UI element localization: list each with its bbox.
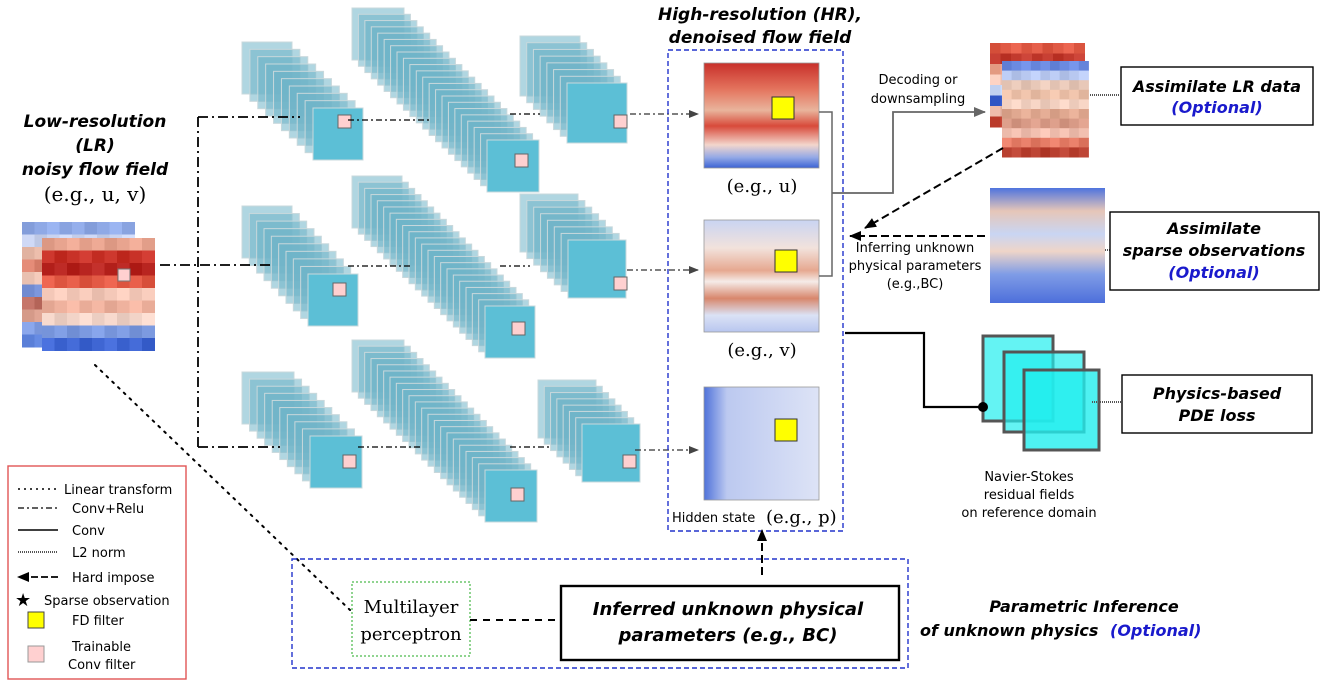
conv-stack	[537, 379, 641, 483]
legend-samples	[17, 488, 58, 582]
conv-stack	[241, 205, 359, 327]
mlp-line1: Multilayer	[364, 597, 459, 618]
pde-junction-dot	[978, 402, 988, 412]
lr-input-field	[22, 222, 155, 351]
legend-l2-label: L2 norm	[72, 546, 126, 561]
conv-filter	[510, 487, 525, 502]
decoding-line2: downsampling	[871, 92, 965, 107]
conv-layer-stacks	[241, 7, 641, 523]
conv-filter	[613, 276, 628, 291]
parametric-line1: Parametric Inference	[989, 597, 1179, 616]
conv-filter	[337, 114, 352, 129]
hr-p-field	[703, 386, 820, 501]
navier-line2: residual fields	[984, 488, 1075, 503]
legend-trainable-line2: Conv filter	[68, 658, 136, 673]
legend-conv-filter-sample	[27, 645, 45, 663]
conv-stack	[519, 193, 628, 299]
inferring-line3: (e.g.,BC)	[887, 277, 944, 292]
stack-to-hr-arrows	[627, 110, 699, 454]
v-fd-filter	[774, 249, 798, 273]
hr-title-line2: denoised flow field	[669, 28, 852, 48]
navier-line3: on reference domain	[961, 506, 1096, 521]
hr-title-line1: High-resolution (HR),	[658, 5, 862, 25]
conv-stack	[351, 7, 540, 193]
inferring-line1: Inferring unknown	[856, 241, 974, 256]
legend-conv-label: Conv	[72, 524, 105, 539]
legend-fd-label: FD filter	[72, 614, 125, 629]
p-fd-filter	[774, 418, 798, 442]
conv-stack	[241, 371, 363, 489]
assimilate-sparse-title1: Assimilate	[1165, 219, 1261, 238]
parametric-optional: (Optional)	[1110, 621, 1201, 640]
legend-conv-relu-label: Conv+Relu	[72, 502, 144, 517]
pde-loss-line1: Physics-based	[1153, 384, 1282, 403]
legend-trainable-line1: Trainable	[71, 640, 131, 655]
conv-filter	[514, 153, 529, 168]
hidden-state-label: Hidden state	[672, 511, 755, 526]
linear-transform-line	[94, 364, 351, 611]
assimilate-sparse-title2: sparse observations	[1123, 241, 1306, 260]
assimilate-lr-title: Assimilate LR data	[1131, 77, 1301, 96]
assimilate-sparse-box	[1109, 211, 1320, 291]
navier-line1: Navier-Stokes	[984, 470, 1074, 485]
pde-loss-line2: PDE loss	[1178, 406, 1255, 425]
inferred-line1: Inferred unknown physical	[593, 599, 864, 620]
conv-filter	[342, 454, 357, 469]
pde-loss-box	[1121, 374, 1313, 434]
legend-fd-sample	[27, 611, 45, 629]
hr-v-field	[703, 219, 820, 333]
lr-title-line1: Low-resolution	[24, 112, 167, 132]
conv-stack	[241, 41, 364, 161]
legend-hard-label: Hard impose	[72, 571, 155, 586]
inferred-parameters-box	[559, 584, 901, 662]
navier-stokes-residual-fields	[981, 334, 1101, 452]
sparse-observation-field	[990, 188, 1105, 303]
hard-impose-arrows	[757, 147, 1004, 575]
star-icon: ★	[15, 590, 31, 611]
decoding-line1: Decoding or	[879, 73, 959, 88]
hr-v-label: (e.g., v)	[727, 340, 796, 361]
legend-sparse-label: Sparse observation	[44, 594, 170, 609]
hr-u-label: (e.g., u)	[727, 176, 798, 197]
legend-box	[7, 465, 187, 680]
assimilate-lr-optional: (Optional)	[1171, 98, 1262, 117]
lr-conv-filter	[117, 268, 131, 282]
conv-stack	[351, 175, 536, 359]
conv-stack	[519, 35, 628, 144]
u-fd-filter	[771, 96, 795, 120]
legend-linear-label: Linear transform	[64, 483, 172, 498]
assimilate-sparse-optional: (Optional)	[1168, 263, 1259, 282]
conv-filter	[622, 454, 637, 469]
hr-u-field	[703, 62, 820, 169]
inferred-line2: parameters (e.g., BC)	[618, 625, 838, 646]
conv-filter	[332, 282, 347, 297]
conv-stack	[351, 339, 538, 523]
assimilate-lr-box	[1120, 66, 1314, 126]
conv-filter	[613, 114, 628, 129]
assimilate-lr-field	[990, 43, 1089, 158]
lr-title-line2: (LR)	[75, 136, 114, 156]
inferring-line2: physical parameters	[849, 259, 982, 274]
conv-relu-connections	[160, 113, 550, 448]
parametric-inference-box	[291, 558, 909, 669]
parametric-line2: of unknown physics	[920, 621, 1098, 640]
hr-p-label: (e.g., p)	[766, 507, 837, 528]
conv-filter	[511, 321, 526, 336]
lr-example-label: (e.g., u, v)	[44, 182, 147, 206]
decoding-connectors	[819, 107, 986, 277]
lr-title-line3: noisy flow field	[22, 160, 169, 180]
mlp-line2: perceptron	[360, 624, 462, 645]
conv-to-pde-line	[845, 331, 983, 409]
